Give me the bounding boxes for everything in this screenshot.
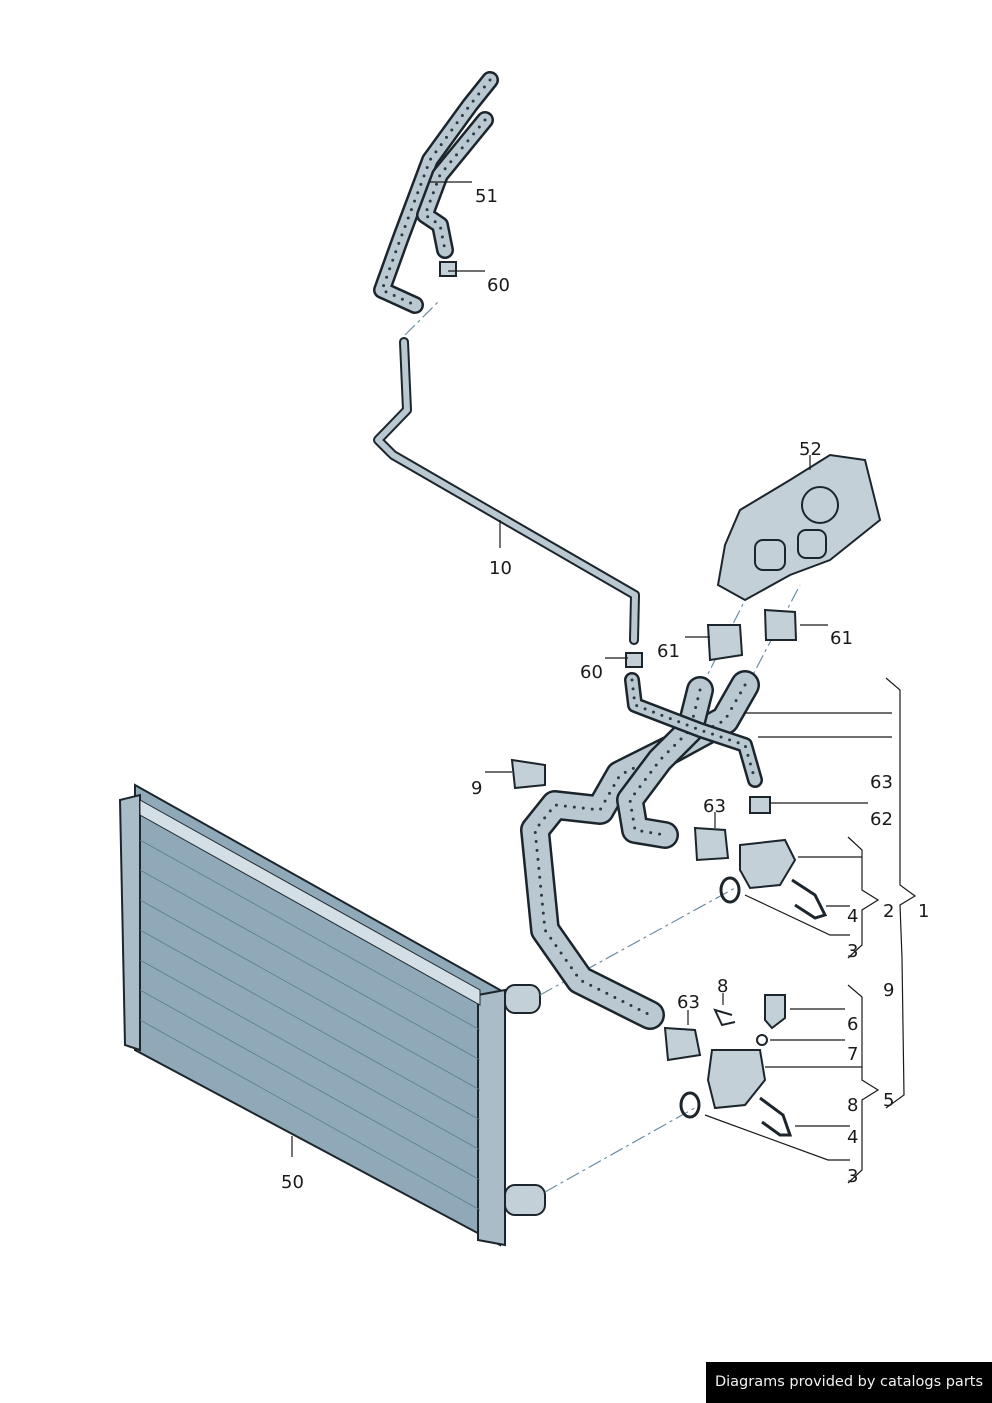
callout-51: 51 bbox=[475, 186, 498, 207]
callout-2: 2 bbox=[883, 901, 894, 922]
hose-51[interactable] bbox=[373, 71, 499, 314]
clip-8 bbox=[713, 1008, 736, 1027]
o-ring-7 bbox=[756, 1034, 768, 1046]
callout-52: 52 bbox=[799, 439, 822, 460]
callout-63: 63 bbox=[677, 992, 700, 1013]
sensor-6 bbox=[764, 994, 786, 1030]
callout-10: 10 bbox=[489, 558, 512, 579]
pipe-10[interactable] bbox=[373, 337, 643, 668]
callout-8: 8 bbox=[847, 1095, 858, 1116]
callout-63: 63 bbox=[703, 796, 726, 817]
callout-9: 9 bbox=[471, 778, 482, 799]
connector-2[interactable] bbox=[693, 826, 828, 920]
clamp-60[interactable] bbox=[439, 261, 457, 277]
callout-62: 62 bbox=[870, 809, 893, 830]
callout-labels: 51 60 52 10 61 61 60 9 63 62 63 4 2 1 3 … bbox=[281, 186, 929, 1193]
o-ring-3 bbox=[679, 1091, 701, 1119]
clamp-9[interactable] bbox=[510, 758, 546, 790]
callout-60: 60 bbox=[487, 275, 510, 296]
callout-4: 4 bbox=[847, 1127, 858, 1148]
credit-banner: Diagrams provided by catalogs parts bbox=[706, 1362, 992, 1403]
connector-5[interactable] bbox=[663, 994, 793, 1137]
callout-8: 8 bbox=[717, 976, 728, 997]
callout-61: 61 bbox=[657, 641, 680, 662]
callout-9: 9 bbox=[883, 980, 894, 1001]
callout-3: 3 bbox=[847, 1166, 858, 1187]
clip-4 bbox=[759, 1096, 793, 1137]
callout-50: 50 bbox=[281, 1172, 304, 1193]
coolant-flange-52[interactable] bbox=[716, 453, 882, 602]
callout-61: 61 bbox=[830, 628, 853, 649]
radiator[interactable] bbox=[118, 783, 546, 1247]
callout-5: 5 bbox=[883, 1090, 894, 1111]
coolant-hose-assembly[interactable] bbox=[520, 670, 763, 1030]
callout-7: 7 bbox=[847, 1044, 858, 1065]
callout-1: 1 bbox=[918, 901, 929, 922]
clamp-61[interactable] bbox=[763, 608, 798, 641]
leader-lines bbox=[291, 181, 917, 1184]
clamp-61[interactable] bbox=[706, 624, 744, 662]
clamp-62[interactable] bbox=[749, 796, 771, 814]
callout-60: 60 bbox=[580, 662, 603, 683]
clamp-60[interactable] bbox=[625, 652, 643, 668]
callout-3: 3 bbox=[847, 941, 858, 962]
callout-6: 6 bbox=[847, 1014, 858, 1035]
o-ring-3 bbox=[719, 876, 741, 904]
callout-63: 63 bbox=[870, 772, 893, 793]
callout-4: 4 bbox=[847, 906, 858, 927]
clip-4 bbox=[791, 878, 828, 920]
